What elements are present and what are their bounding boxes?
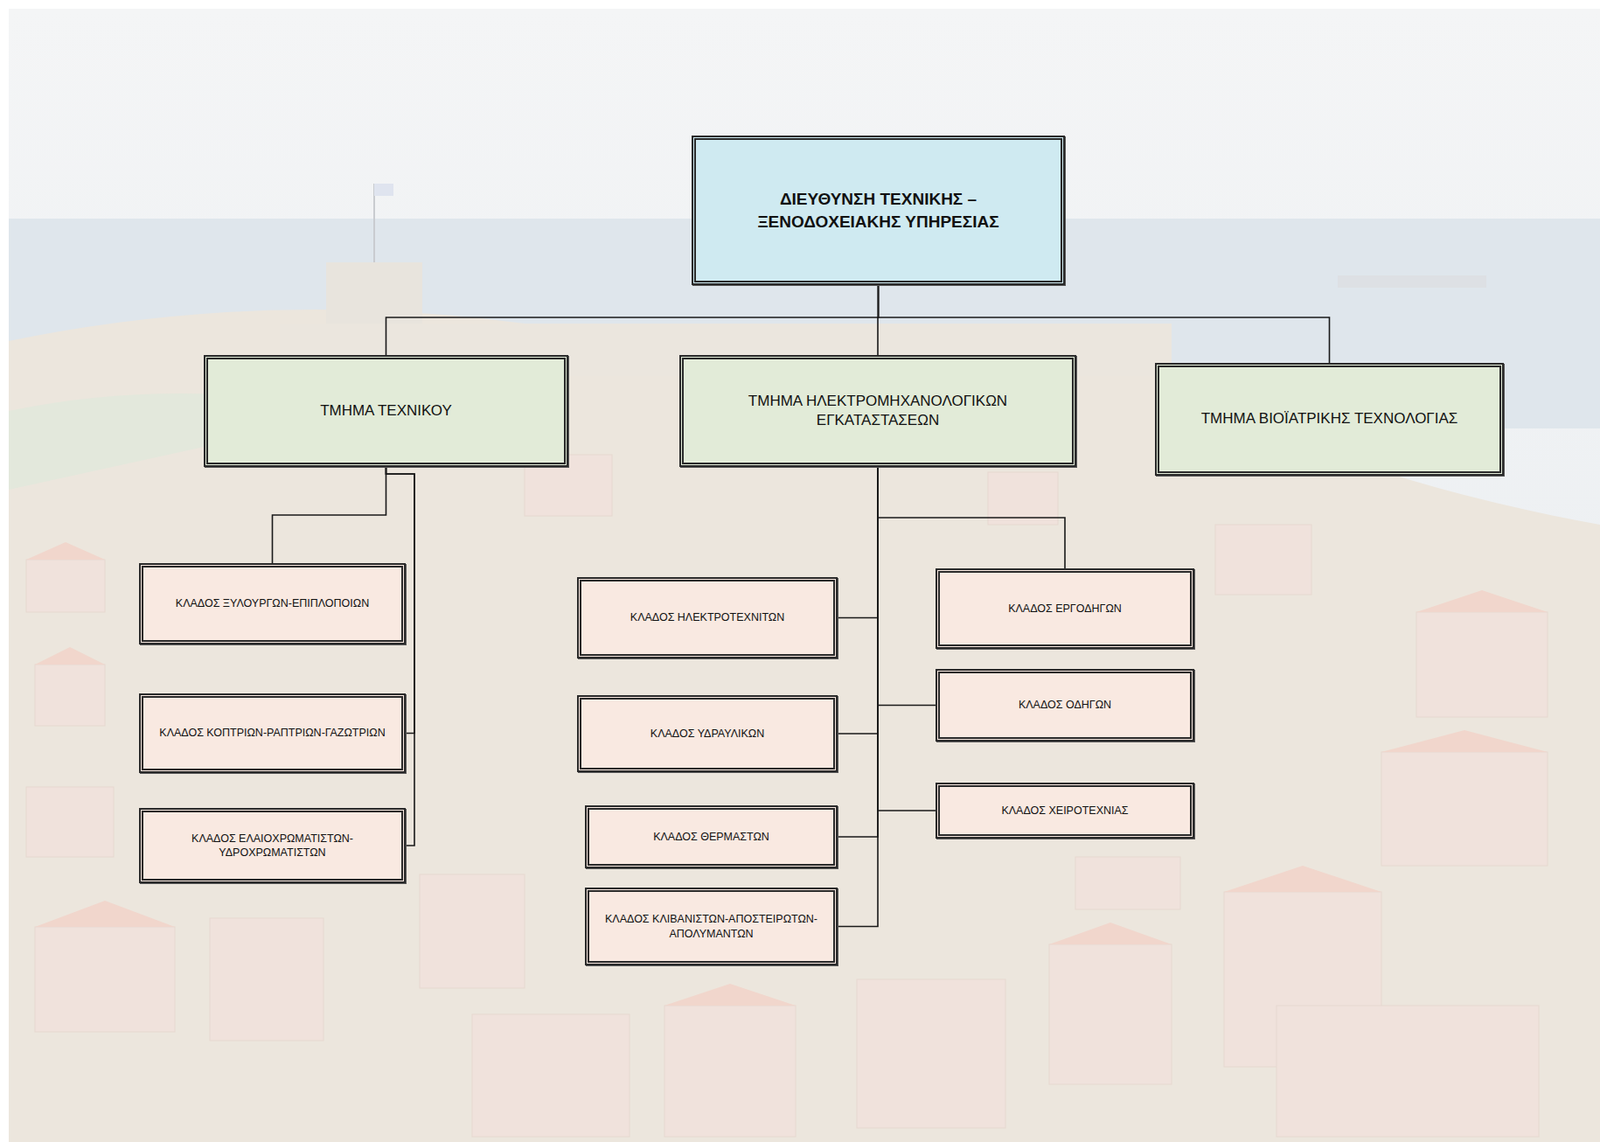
branch-box: ΚΛΑΔΟΣ ΚΟΠΤΡΙΩΝ-ΡΑΠΤΡΙΩΝ-ΓΑΖΩΤΡΙΩΝ [139,693,406,773]
branch-box: ΚΛΑΔΟΣ ΟΔΗΓΩΝ [935,668,1195,742]
branch-box: ΚΛΑΔΟΣ ΥΔΡΑΥΛΙΚΩΝ [577,695,838,773]
org-connector [878,285,1330,363]
branch-box: ΚΛΑΔΟΣ ΧΕΙΡΟΤΕΧΝΙΑΣ [935,782,1195,839]
org-connector [877,466,936,811]
box-label: ΚΛΑΔΟΣ ΕΡΓΟΔΗΓΩΝ [1008,601,1122,616]
box-label: ΚΛΑΔΟΣ ΘΕΡΜΑΣΤΩΝ [653,829,770,844]
org-connector [386,466,416,846]
box-label: ΤΜΗΜΑ ΤΕΧΝΙΚΟΥ [320,401,453,421]
box-label: ΚΛΑΔΟΣ ΗΛΕΚΤΡΟΤΕΧΝΙΤΩΝ [630,610,785,625]
department-box: ΤΜΗΜΑ ΒΙΟΪΑΤΡΙΚΗΣ ΤΕΧΝΟΛΟΓΙΑΣ [1154,362,1504,476]
department-box: ΤΜΗΜΑ ΤΕΧΝΙΚΟΥ [203,354,569,467]
box-label: ΚΛΑΔΟΣ ΧΕΙΡΟΤΕΧΝΙΑΣ [1001,803,1128,818]
box-label: ΚΛΑΔΟΣ ΞΥΛΟΥΡΓΩΝ-ΕΠΙΠΛΟΠΟΙΩΝ [175,596,369,611]
branch-box: ΚΛΑΔΟΣ ΕΛΑΙΟΧΡΩΜΑΤΙΣΤΩΝ- ΥΔΡΟΧΡΩΜΑΤΙΣΤΩΝ [139,807,406,884]
box-label: ΚΛΑΔΟΣ ΚΟΠΤΡΙΩΝ-ΡΑΠΤΡΙΩΝ-ΓΑΖΩΤΡΙΩΝ [159,725,385,740]
box-label: ΚΛΑΔΟΣ ΕΛΑΙΟΧΡΩΜΑΤΙΣΤΩΝ- ΥΔΡΟΧΡΩΜΑΤΙΣΤΩΝ [152,831,393,861]
box-label: ΤΜΗΜΑ ΒΙΟΪΑΤΡΙΚΗΣ ΤΕΧΝΟΛΟΓΙΑΣ [1201,409,1459,429]
org-connector [386,285,879,355]
branch-box: ΚΛΑΔΟΣ ΕΡΓΟΔΗΓΩΝ [935,568,1195,649]
branch-box: ΚΛΑΔΟΣ ΘΕΡΜΑΣΤΩΝ [584,805,838,869]
box-label: ΔΙΕΥΘΥΝΣΗ ΤΕΧΝΙΚΗΣ – ΞΕΝΟΔΟΧΕΙΑΚΗΣ ΥΠΗΡΕ… [711,187,1045,233]
branch-box: ΚΛΑΔΟΣ ΗΛΕΚΤΡΟΤΕΧΝΙΤΩΝ [577,577,838,659]
box-label: ΚΛΑΔΟΣ ΥΔΡΑΥΛΙΚΩΝ [650,726,765,741]
org-connector [837,466,878,734]
org-connector [837,466,878,927]
department-box: ΤΜΗΜΑ ΗΛΕΚΤΡΟΜΗΧΑΝΟΛΟΓΙΚΩΝ ΕΓΚΑΤΑΣΤΑΣΕΩΝ [679,354,1077,467]
box-label: ΚΛΑΔΟΣ ΚΛΙΒΑΝΙΣΤΩΝ-ΑΠΟΣΤΕΙΡΩΤΩΝ- ΑΠΟΛΥΜΑ… [598,911,825,941]
org-connector [877,466,1065,569]
branch-box: ΚΛΑΔΟΣ ΞΥΛΟΥΡΓΩΝ-ΕΠΙΠΛΟΠΟΙΩΝ [139,563,406,645]
box-label: ΚΛΑΔΟΣ ΟΔΗΓΩΝ [1018,697,1112,712]
box-label: ΤΜΗΜΑ ΗΛΕΚΤΡΟΜΗΧΑΝΟΛΟΓΙΚΩΝ ΕΓΚΑΤΑΣΤΑΣΕΩΝ [695,391,1060,431]
org-connector [877,466,936,706]
org-connector [837,466,878,837]
org-connector [837,466,878,619]
branch-box: ΚΛΑΔΟΣ ΚΛΙΒΑΝΙΣΤΩΝ-ΑΠΟΣΤΕΙΡΩΤΩΝ- ΑΠΟΛΥΜΑ… [584,887,838,966]
directorate-box: ΔΙΕΥΘΥΝΣΗ ΤΕΧΝΙΚΗΣ – ΞΕΝΟΔΟΧΕΙΑΚΗΣ ΥΠΗΡΕ… [691,135,1065,286]
org-connector [272,466,387,564]
